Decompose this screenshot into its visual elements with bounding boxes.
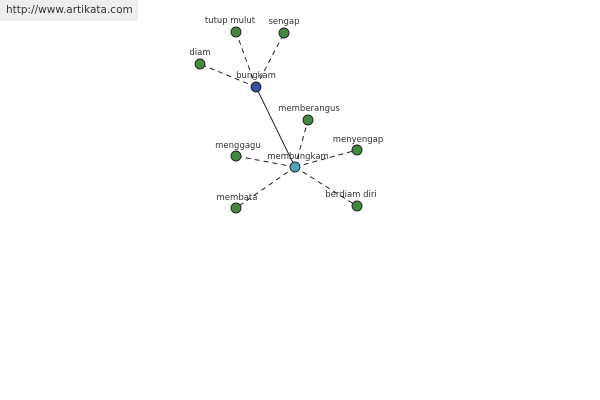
node-dot-berdiam-diri[interactable] bbox=[351, 200, 363, 212]
node-label-membungkam[interactable]: membungkam bbox=[267, 152, 329, 162]
node-diam[interactable]: diam bbox=[189, 48, 211, 70]
node-label-menggagu[interactable]: menggagu bbox=[215, 141, 261, 151]
edge-membungkam-memberangus bbox=[294, 119, 309, 168]
node-dot-sengap[interactable] bbox=[278, 27, 290, 39]
edge-membungkam-berdiam-diri bbox=[294, 166, 358, 207]
node-dot-diam[interactable] bbox=[194, 58, 206, 70]
node-dot-membungkam[interactable] bbox=[289, 161, 301, 173]
node-label-menyengap[interactable]: menyengap bbox=[333, 135, 384, 145]
node-label-membata[interactable]: membata bbox=[217, 193, 258, 203]
node-membungkam[interactable]: membungkam bbox=[267, 152, 329, 173]
node-layer: bungkam membungkam tutup mulut sengap diam me… bbox=[189, 16, 384, 214]
node-membata[interactable]: membata bbox=[217, 193, 258, 214]
edge-membungkam-menyengap bbox=[294, 149, 358, 168]
edge-bungkam-membungkam bbox=[255, 86, 296, 168]
edge-membungkam-menggagu bbox=[235, 155, 296, 168]
node-tutup-mulut[interactable]: tutup mulut bbox=[205, 16, 256, 38]
source-url-bar: http://www.artikata.com bbox=[0, 0, 138, 21]
source-url-text: http://www.artikata.com bbox=[6, 4, 133, 16]
edge-bungkam-tutup-mulut bbox=[235, 31, 257, 88]
edge-membungkam-membata bbox=[235, 166, 296, 209]
node-label-tutup-mulut[interactable]: tutup mulut bbox=[205, 16, 256, 26]
node-label-sengap[interactable]: sengap bbox=[268, 17, 299, 27]
edge-bungkam-diam bbox=[199, 63, 257, 88]
node-berdiam-diri[interactable]: berdiam diri bbox=[325, 190, 377, 212]
node-dot-tutup-mulut[interactable] bbox=[230, 26, 242, 38]
node-memberangus[interactable]: memberangus bbox=[278, 104, 340, 126]
edge-bungkam-sengap bbox=[255, 32, 285, 88]
node-dot-bungkam[interactable] bbox=[250, 81, 262, 93]
node-dot-menyengap[interactable] bbox=[351, 144, 363, 156]
node-dot-memberangus[interactable] bbox=[302, 114, 314, 126]
edge-layer bbox=[199, 31, 358, 209]
node-sengap[interactable]: sengap bbox=[268, 17, 300, 39]
node-label-memberangus[interactable]: memberangus bbox=[278, 104, 340, 114]
node-menggagu[interactable]: menggagu bbox=[215, 141, 261, 162]
node-menyengap[interactable]: menyengap bbox=[333, 135, 384, 156]
node-bungkam[interactable]: bungkam bbox=[236, 71, 276, 93]
node-label-berdiam-diri[interactable]: berdiam diri bbox=[325, 190, 377, 200]
node-dot-menggagu[interactable] bbox=[230, 150, 242, 162]
node-label-bungkam[interactable]: bungkam bbox=[236, 71, 276, 81]
node-label-diam[interactable]: diam bbox=[189, 48, 210, 58]
node-dot-membata[interactable] bbox=[230, 202, 242, 214]
